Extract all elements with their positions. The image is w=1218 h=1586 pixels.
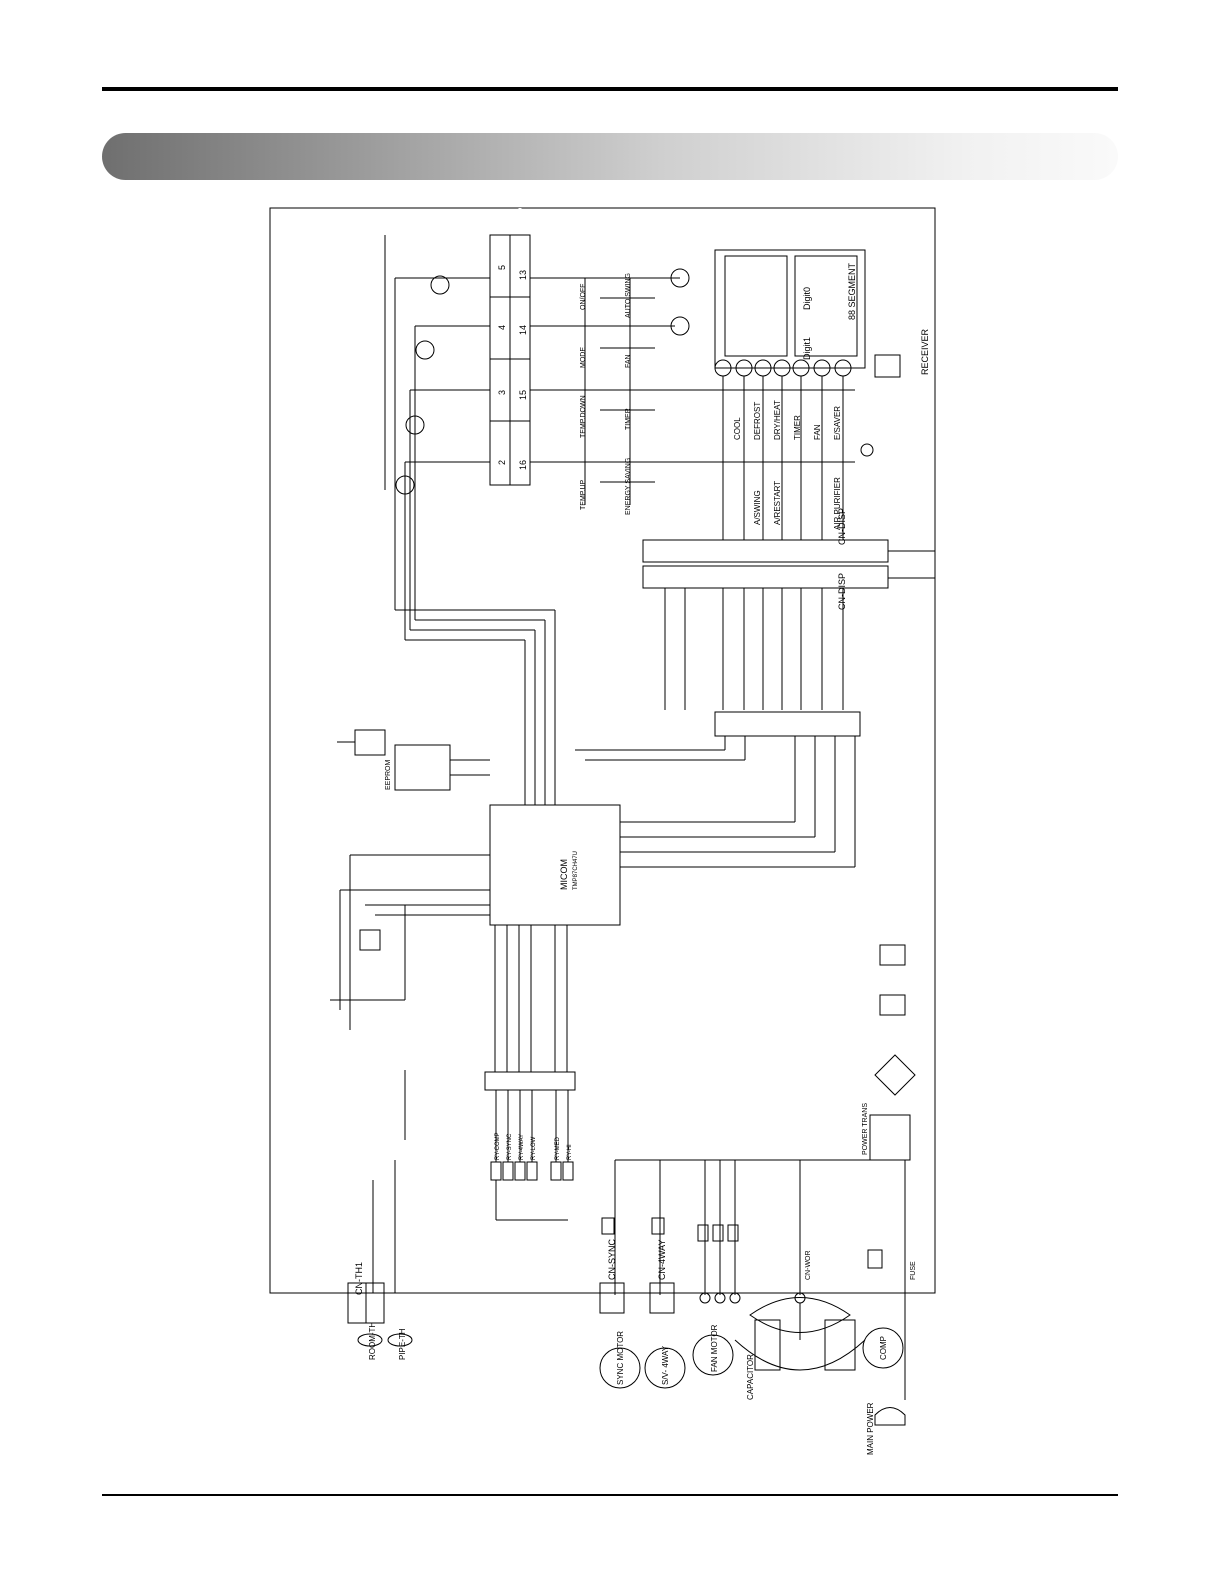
micom-label: MICOM [559, 859, 569, 890]
fan-motor [692, 1334, 734, 1376]
relay-label-hi: RY-HI [567, 1144, 573, 1160]
sync-motor [599, 1347, 641, 1389]
led-label-air-purifier: AIR PURIFIER [833, 477, 842, 530]
led-label-timer: TIMER [793, 415, 802, 440]
led-label-aswing: A/SWING [753, 490, 762, 525]
uln2003-driver [484, 1071, 576, 1091]
micom-part-label: TMP87CH47U [573, 851, 579, 890]
crystal-oscillator [359, 929, 381, 951]
cn-disp-right-label: CN-DISP [837, 508, 847, 545]
sv-4way-label: S/V- 4WAY [661, 1345, 670, 1385]
cn-sync-label: CN-SYNC [607, 1238, 617, 1280]
switch-label-auto-swing: AUTO SWING [625, 273, 632, 318]
switch-label-mode: MODE [580, 347, 587, 368]
cn-th1-label: CN-TH1 [354, 1262, 364, 1295]
relay-label-comp: RY-COMP [495, 1132, 501, 1160]
cn-disp-left-label: CN-DISP [837, 573, 847, 610]
led-label-dry-heat: DRY/HEAT [773, 400, 782, 440]
room-th-label: ROOM-TH [368, 1322, 377, 1360]
led-label-cool: COOL [733, 417, 742, 440]
scan-pin-14: 14 [518, 325, 528, 335]
scan-pin-2: 2 [497, 460, 507, 465]
power-transformer [869, 1114, 911, 1161]
top-rule [102, 87, 1118, 91]
display-name-label: 88 SEGMENT [847, 262, 857, 320]
relay-label-low: RY-LOW [531, 1136, 537, 1160]
pipe-thermistor [387, 1333, 413, 1347]
relay-label-med: RY-MED [555, 1136, 561, 1160]
switch-label-temp-down: TEMP.DOWN [580, 395, 587, 438]
led-label-fan: FAN [813, 424, 822, 440]
switch-label-temp-up: TEMP.UP [580, 479, 587, 510]
sv-4way-valve [644, 1347, 686, 1389]
cn-4way-label: CN-4WAY [657, 1240, 667, 1281]
cn-4way-connector [649, 1282, 675, 1314]
capacitor-label: CAPACITOR [746, 1354, 755, 1400]
scan-pin-13: 13 [518, 270, 528, 280]
fan-motor-label: FAN MOTOR [710, 1324, 719, 1372]
cn-disp-connector [642, 539, 889, 589]
scan-connector [489, 234, 531, 486]
scan-pin-15: 15 [518, 390, 528, 400]
scan-pin-3: 3 [497, 390, 507, 395]
pipe-th-label: PIPE-TH [398, 1328, 407, 1360]
uln2004-driver [714, 711, 861, 737]
room-thermistor [357, 1333, 383, 1347]
sync-motor-label: SYNC MOTOR [616, 1331, 625, 1385]
digit1-label: Digit1 [802, 337, 812, 360]
scan-pin-4: 4 [497, 325, 507, 330]
seven-segment-display [714, 249, 866, 369]
main-power-plug [874, 1407, 906, 1426]
led-label-defrost: DEFROST [753, 402, 762, 440]
led-label-esaver: E/SAVER [833, 406, 842, 440]
main-power-label: MAIN POWER [866, 1402, 875, 1455]
section-title-bar [102, 133, 1118, 180]
comp-label: COMP [879, 1336, 888, 1360]
switch-label-onoff: ON/OFF [580, 284, 587, 310]
cn-sync-connector [599, 1282, 625, 1314]
buzzer [860, 443, 874, 457]
switch-label-timer: TIMER [625, 408, 632, 430]
compressor [862, 1327, 904, 1369]
switch-label-energy-saving: ENERGY SAVING [625, 458, 632, 515]
ir-receiver [874, 354, 901, 378]
led-label-arestart: A/RESTART [773, 481, 782, 525]
eeprom-label: EEPROM [385, 759, 392, 790]
switch-label-fan: FAN [625, 354, 632, 368]
micom-ic [489, 804, 621, 926]
receiver-label: RECEIVER [920, 328, 930, 375]
scan-pin-16: 16 [518, 460, 528, 470]
wiring-diagram: CN-DISP CN-DISP 88 SEGMENT Digit0 Digit1… [269, 207, 936, 1455]
diagram-frame [269, 207, 936, 1294]
bottom-rule [102, 1494, 1118, 1496]
power-trans-label: POWER TRANS [862, 1103, 869, 1155]
digit0-label: Digit0 [802, 287, 812, 310]
eeprom-ic [394, 744, 451, 791]
cn-wor-label: CN-WOR [805, 1250, 812, 1280]
fuse-label: FUSE [910, 1261, 917, 1280]
scan-pin-5: 5 [497, 265, 507, 270]
relay-label-4way: RY-4WAY [519, 1134, 525, 1160]
relay-label-sync: RY-SYNC [507, 1133, 513, 1160]
